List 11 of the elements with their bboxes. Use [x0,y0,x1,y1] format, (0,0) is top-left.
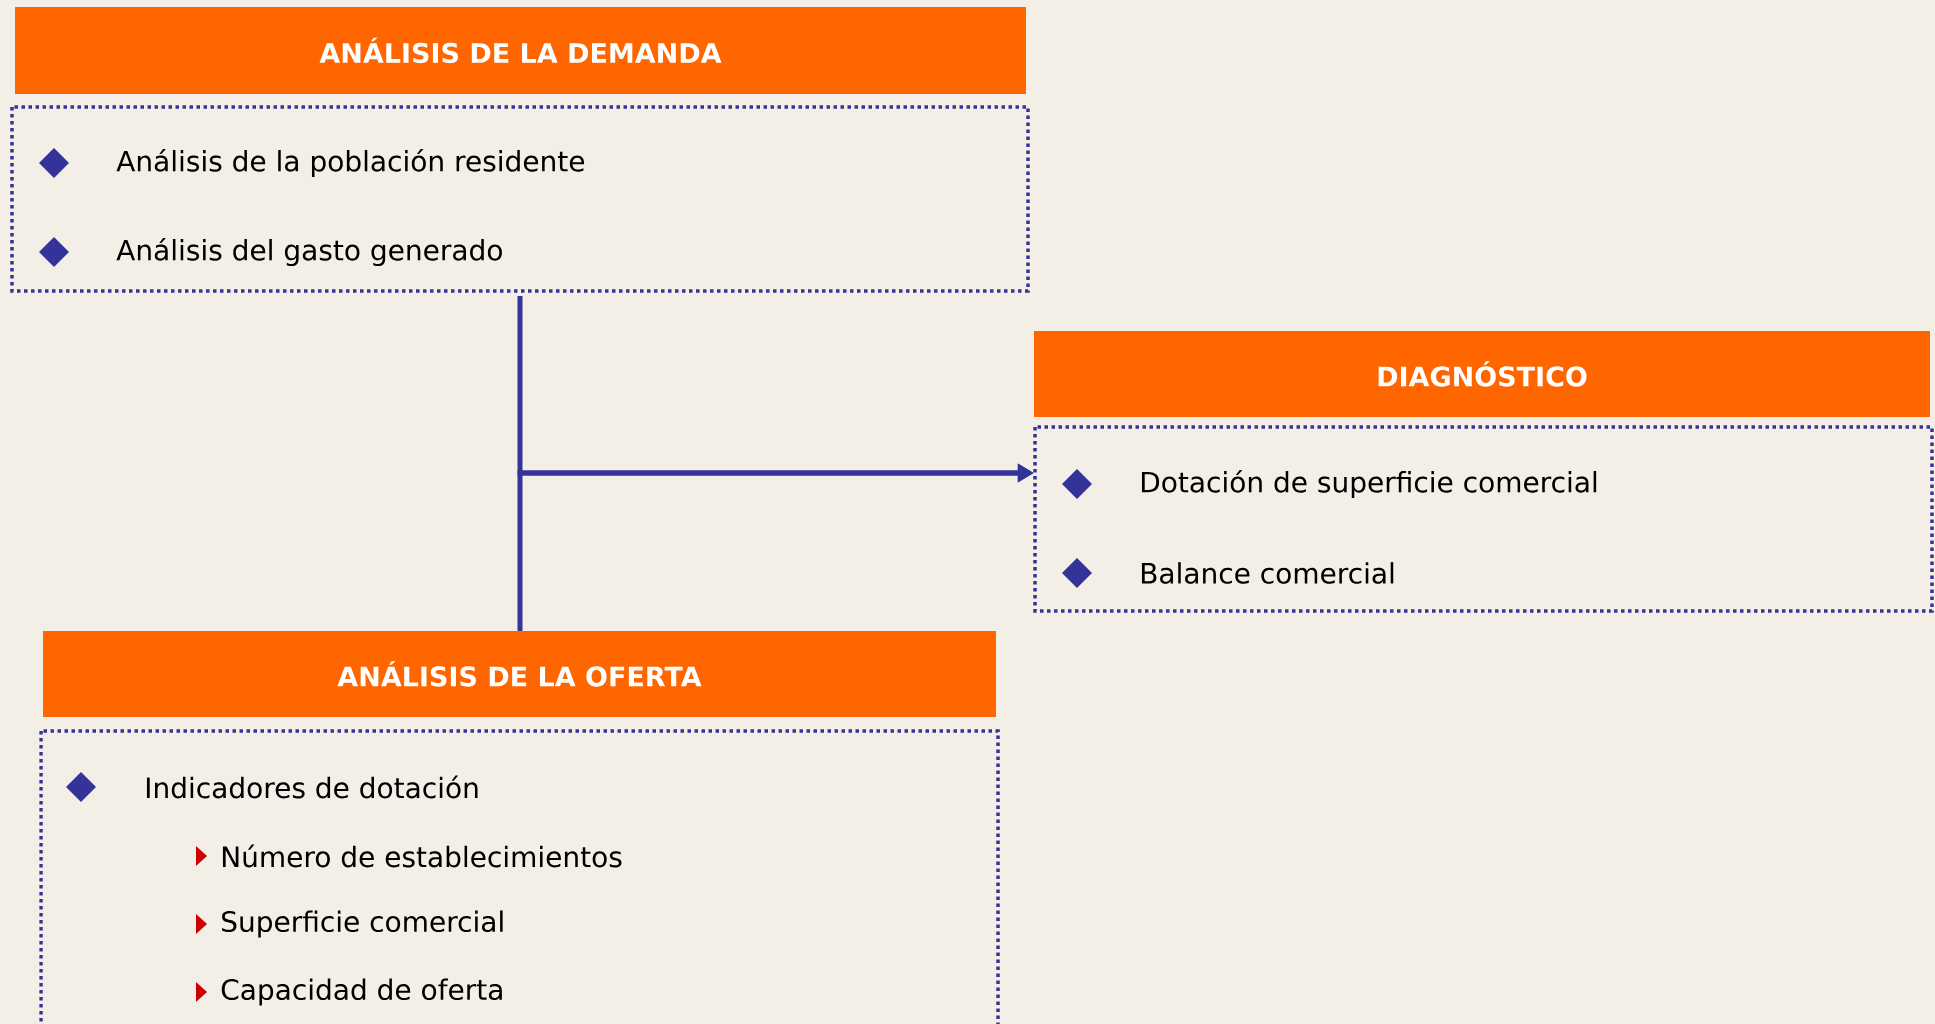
diamond-bullet-item: Balance comercial [1062,558,1394,588]
arrow-bullet-item: Capacidad de oferta [196,978,502,1006]
header-band: DIAGNÓSTICO [1034,331,1930,417]
arrow-bullet-item: Número de establecimientos [196,844,622,868]
arrow-bullet-item: Superficie comercial [196,910,503,938]
diamond-bullet-item: Indicadores de dotación [66,772,478,802]
diamond-bullet-item: Análisis del gasto generado [39,237,502,267]
diamond-bullet-item: Dotación de superficie comercial [1062,469,1597,499]
header-band: ANÁLISIS DE LA DEMANDA [15,7,1026,94]
header-band: ANÁLISIS DE LA OFERTA [43,631,996,717]
diamond-bullet-item: Análisis de la población residente [39,148,584,178]
